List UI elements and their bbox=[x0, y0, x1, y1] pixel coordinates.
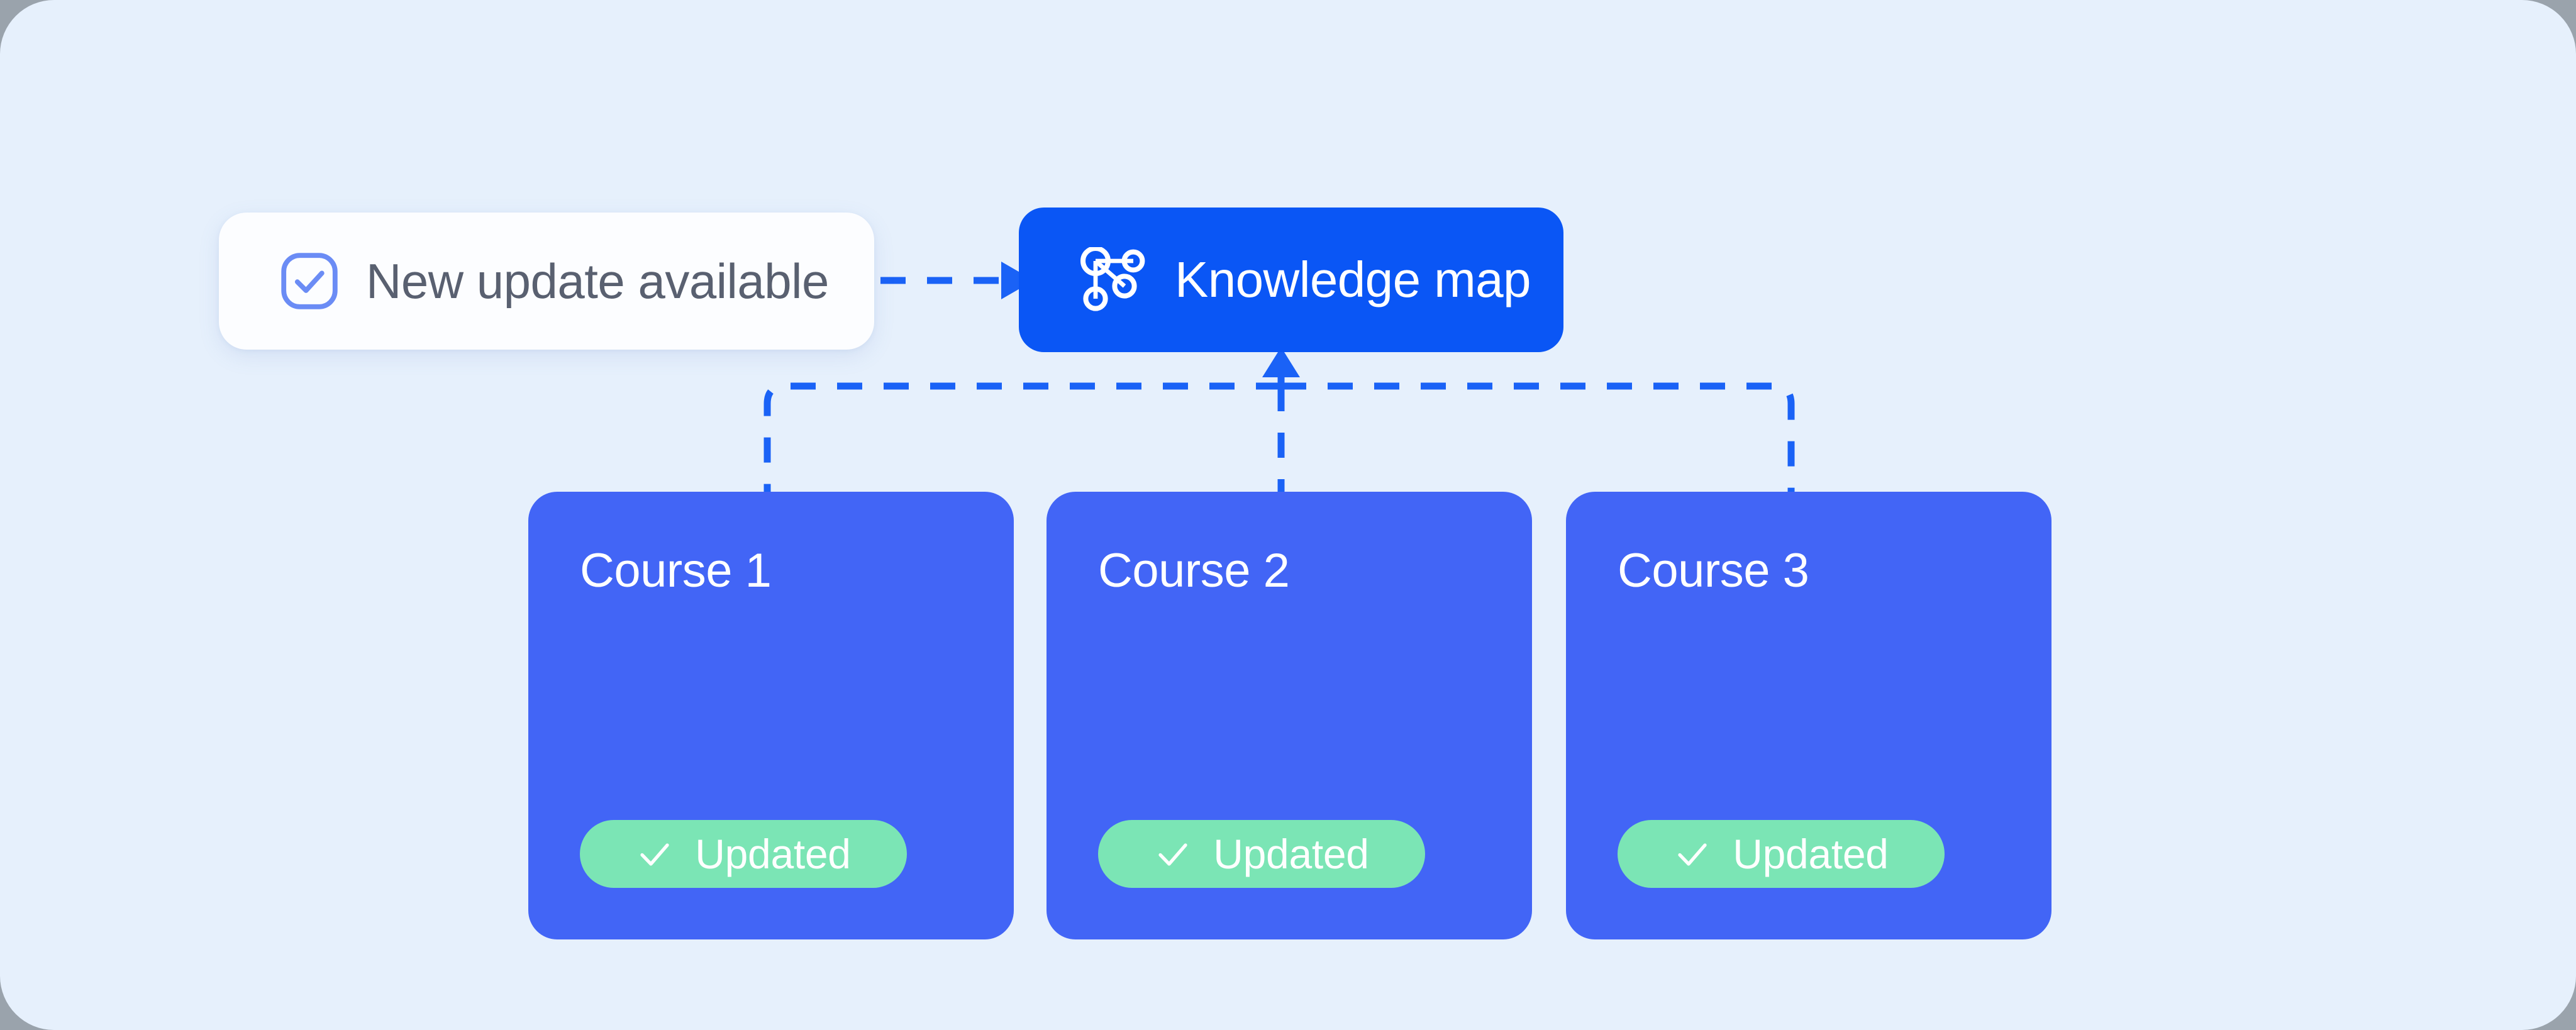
branch-course-1 bbox=[763, 382, 1281, 492]
notification-label: New update available bbox=[366, 253, 829, 309]
knowledge-map-node[interactable]: Knowledge map bbox=[1019, 208, 1563, 352]
course-title: Course 2 bbox=[1098, 544, 1290, 597]
connector-bus-to-courses bbox=[763, 382, 1795, 492]
status-badge-label: Updated bbox=[695, 831, 851, 877]
course-card[interactable]: Course 1 Updated bbox=[528, 492, 1014, 939]
connector-trunk-to-kmap bbox=[1262, 347, 1300, 386]
notification-card[interactable]: New update available bbox=[219, 213, 874, 350]
status-badge-label: Updated bbox=[1733, 831, 1889, 877]
course-card[interactable]: Course 2 Updated bbox=[1046, 492, 1532, 939]
course-title: Course 1 bbox=[580, 544, 772, 597]
course-title: Course 3 bbox=[1618, 544, 1809, 597]
status-badge[interactable]: Updated bbox=[1098, 820, 1425, 888]
check-icon bbox=[1678, 843, 1707, 866]
check-icon bbox=[640, 843, 669, 866]
check-square-icon bbox=[281, 253, 338, 309]
network-graph-icon bbox=[1080, 247, 1145, 311]
course-card[interactable]: Course 3 Updated bbox=[1566, 492, 2051, 939]
check-icon bbox=[1158, 843, 1187, 866]
branch-course-3 bbox=[1281, 382, 1795, 492]
status-badge[interactable]: Updated bbox=[1618, 820, 1945, 888]
knowledge-map-label: Knowledge map bbox=[1175, 252, 1531, 307]
status-badge[interactable]: Updated bbox=[580, 820, 907, 888]
status-badge-label: Updated bbox=[1213, 831, 1369, 877]
connector-notify-to-kmap bbox=[880, 262, 1034, 299]
